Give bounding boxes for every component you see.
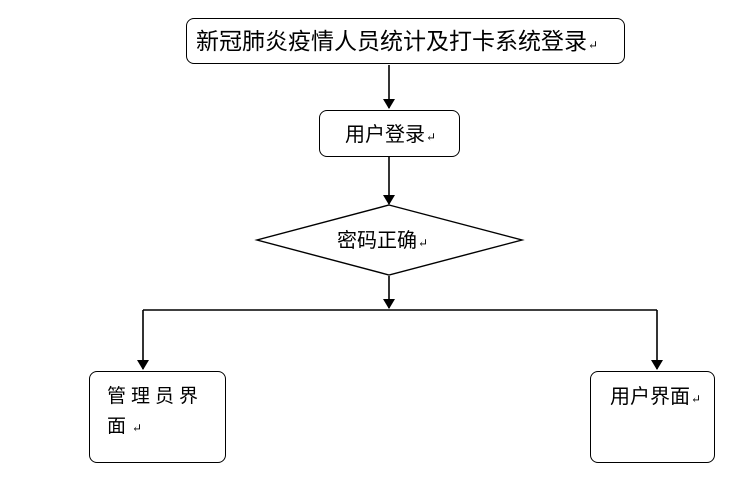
title-node-label: 新冠肺炎疫情人员统计及打卡系统登录↵	[196, 30, 598, 58]
paragraph-mark-icon: ↵	[418, 236, 429, 250]
title-node-text: 新冠肺炎疫情人员统计及打卡系统登录	[196, 29, 587, 55]
admin-node-line1: 管理员界	[107, 385, 204, 407]
login-node-label: 用户登录↵	[345, 123, 436, 148]
login-node	[319, 110, 460, 157]
admin-node	[89, 371, 226, 463]
admin-node-line2: 面	[107, 415, 132, 437]
decision-diamond	[254, 204, 525, 276]
decision-label: 密码正确↵	[337, 229, 428, 254]
paragraph-mark-icon: ↵	[426, 130, 437, 144]
login-node-text: 用户登录	[345, 122, 425, 146]
title-node	[186, 18, 625, 64]
decision-text: 密码正确	[337, 228, 417, 252]
admin-node-label: 管理员界 面↵	[107, 381, 222, 443]
paragraph-mark-icon: ↵	[588, 38, 599, 52]
user-node-label: 用户界面↵	[610, 385, 701, 410]
paragraph-mark-icon: ↵	[691, 392, 702, 406]
user-node-text: 用户界面	[610, 384, 690, 408]
paragraph-mark-icon: ↵	[132, 421, 148, 435]
user-node	[590, 371, 715, 463]
